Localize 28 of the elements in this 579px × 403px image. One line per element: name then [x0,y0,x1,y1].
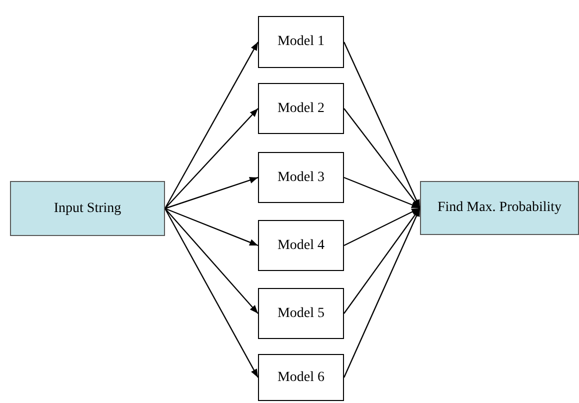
node-label: Model 5 [277,306,325,322]
process-box [258,354,344,401]
arrow [164,176,258,210]
process-box [258,288,344,339]
process-box [10,181,165,236]
node-label: Model 1 [277,34,325,50]
node-label: Model 2 [277,100,325,116]
process-box [258,16,344,68]
arrow [164,208,258,314]
arrow [344,108,420,208]
node-label: Model 6 [277,370,325,386]
arrow [343,208,421,378]
arrow [343,42,421,208]
node-label: Model 3 [277,170,325,186]
arrow [344,208,420,314]
arrow [164,208,259,378]
node-label: Find Max. Probability [437,200,562,216]
arrow [344,176,420,209]
process-box [420,181,579,235]
arrow [164,108,258,209]
arrow [164,42,259,209]
node-label: Model 4 [277,238,325,254]
process-box [258,83,344,134]
node-label: Input String [54,200,122,216]
process-box [258,152,344,203]
arrow [164,208,258,246]
arrow [344,207,420,246]
process-box [258,220,344,271]
